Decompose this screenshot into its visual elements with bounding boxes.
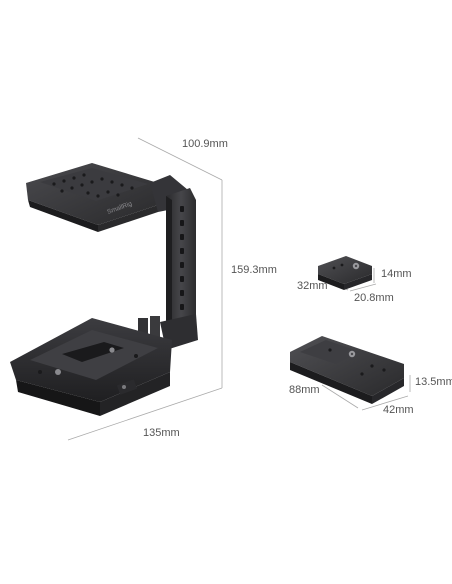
base-plate	[290, 336, 404, 404]
label-height: 159.3mm	[231, 264, 277, 276]
label-width: 135mm	[143, 427, 180, 439]
label-base-height: 13.5mm	[415, 376, 452, 388]
label-small-height: 14mm	[381, 268, 412, 280]
dim-line-width	[67, 387, 223, 441]
cage-top-plate: SmallRig	[26, 163, 188, 232]
dim-line-small-l	[349, 283, 377, 292]
dim-line-base-w	[361, 395, 409, 411]
label-small-width: 32mm	[297, 280, 328, 292]
label-base-length: 88mm	[289, 384, 320, 396]
dim-line-base-l	[321, 384, 359, 409]
dim-line-depth	[137, 137, 223, 181]
label-small-length: 20.8mm	[354, 292, 394, 304]
small-plate	[318, 256, 372, 290]
cage-base-plate	[10, 318, 172, 416]
label-base-width: 42mm	[383, 404, 414, 416]
cage-vertical-arm	[138, 188, 198, 350]
label-top-depth: 100.9mm	[182, 138, 228, 150]
